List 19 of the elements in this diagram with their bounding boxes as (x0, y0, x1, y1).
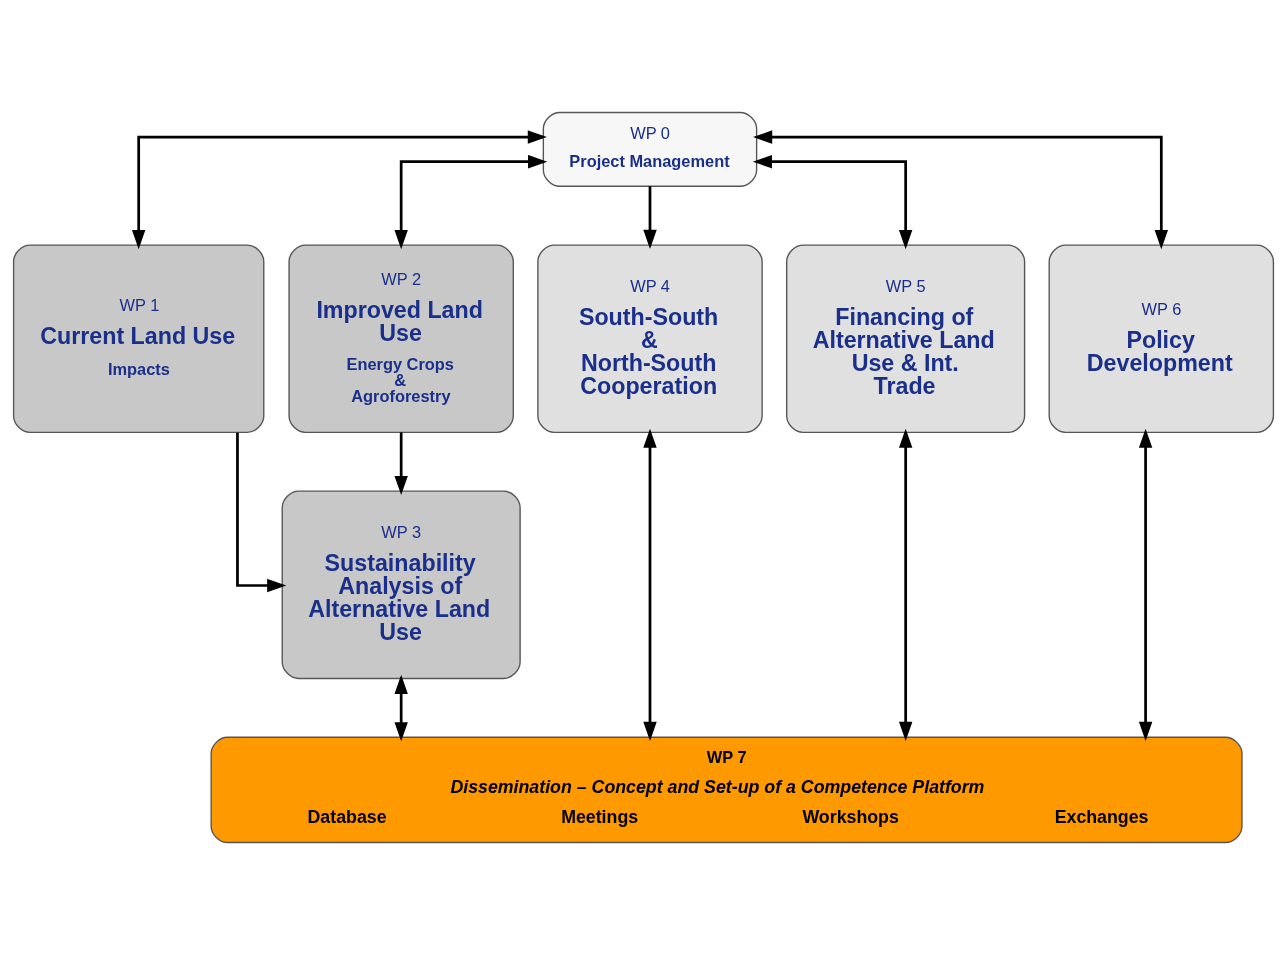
arrow (898, 428, 913, 741)
node-box: WP 4 South-South & North-South Cooperation (537, 243, 763, 433)
arrow (643, 428, 657, 741)
node-box: WP 2 Improved Land Use Energy Crops & Agroforestry (288, 243, 514, 433)
arrow (394, 154, 548, 249)
arrow (753, 129, 1169, 249)
arrow (131, 129, 547, 249)
node-box: WP 1 Current Land Use Impacts (12, 243, 265, 433)
arrow (394, 431, 408, 495)
node-box: WP 7 Dissemination – Concept and Set-up of a Competence Platform Database Meetings Workshops Exchanges (210, 736, 1243, 843)
node-box: WP 6 Policy Development (1048, 243, 1275, 433)
node-box: WP 3 Sustainability Analysis of Alternative Land Use (281, 490, 521, 679)
arrow (236, 432, 287, 592)
arrow (1138, 428, 1153, 741)
arrow (643, 185, 657, 249)
node-box: WP 5 Financing of Alternative Land Use & Int. Trade (786, 243, 1026, 433)
node-box: WP 0 Project Management (542, 111, 758, 187)
arrow (752, 154, 913, 249)
arrow (394, 674, 408, 741)
